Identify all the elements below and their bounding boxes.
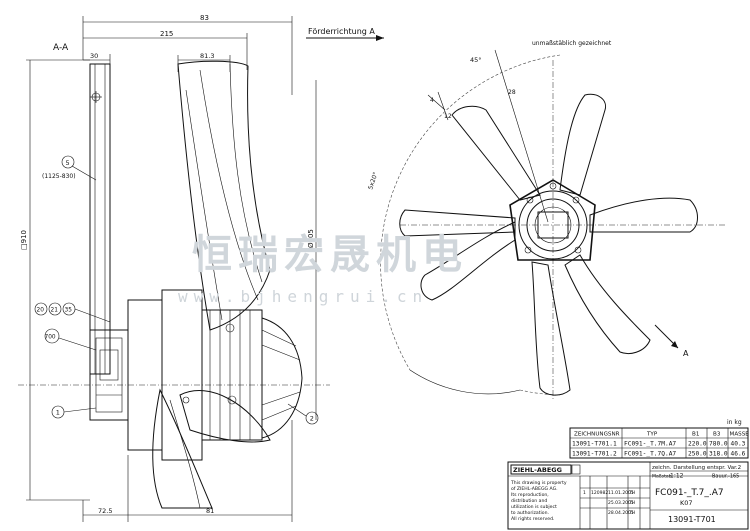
- scale-note: unmaßstäblich gezeichnet: [532, 40, 612, 47]
- header-b1: B1: [692, 432, 700, 438]
- product-sub: K07: [680, 499, 693, 507]
- unit-note: in kg: [727, 419, 742, 426]
- flow-direction: Förderrichtung A: [306, 27, 384, 41]
- legal-line: All rights reserved.: [511, 516, 554, 522]
- table-cell: 220.0: [688, 441, 707, 448]
- table-cell: FC091-_T.7M.A7: [624, 441, 676, 448]
- dim-81: 81: [206, 507, 214, 515]
- dim-1125-830: (1125-830): [42, 173, 76, 180]
- angle-45: 45°: [470, 56, 482, 64]
- title-block: ZIEHL-ABEGG This drawing is property of …: [507, 461, 749, 530]
- header-masse: MASSE: [730, 432, 750, 438]
- header-zeichnungsnr: ZEICHNUNGSNR: [574, 432, 620, 438]
- drawing-number: 13091-T701: [668, 515, 716, 524]
- table-cell: 46.6: [731, 451, 746, 458]
- legal-line: Its reproduction,: [511, 492, 549, 498]
- revision-cell: TH: [628, 500, 635, 506]
- legal-line: of ZIEHL-ABEGG AG.: [511, 486, 558, 492]
- table-cell: 780.0: [709, 441, 728, 448]
- angle-4: 4: [430, 97, 434, 104]
- dim-215: 215: [160, 30, 173, 38]
- revision-cell: 25.03.2005: [608, 500, 634, 506]
- revision-cell: 120982: [591, 490, 608, 496]
- legal-line: utilization is subject: [511, 504, 557, 510]
- watermark-chinese: 恒瑞宏晟机电: [192, 232, 468, 278]
- scale-value: 1:12: [670, 473, 684, 480]
- table-cell: 40.3: [731, 441, 746, 448]
- table-cell: 13091-T701.1: [572, 441, 617, 448]
- watermark: 恒瑞宏晟机电 www.bjhengrui.cn: [178, 232, 468, 306]
- dim-30: 30: [90, 52, 98, 60]
- dim-905: Ø905: [307, 229, 315, 248]
- representation-note: zeichn. Darstellung entspr. Var.2: [652, 465, 741, 471]
- dim-910: □910: [20, 230, 28, 250]
- legal-line: distribution and: [511, 498, 547, 504]
- balloon-700: 700: [45, 335, 56, 341]
- table-cell: 250.0: [688, 451, 707, 458]
- material-label: Bauur.-165: [712, 474, 739, 480]
- balloon-5: 5: [66, 159, 70, 167]
- revision-cell: TH: [628, 490, 635, 496]
- angle-5x20: 5x20°: [367, 171, 379, 190]
- table-cell: 318.0: [709, 451, 728, 458]
- revision-cell: TH: [628, 510, 635, 516]
- angle-12: 12: [444, 113, 452, 120]
- balloon-1: 1: [56, 409, 60, 417]
- revision-cell: 1: [583, 490, 586, 496]
- table-cell: FC091-_T.7Q.A7: [624, 451, 676, 458]
- parts-table: in kg ZEICHNUNGSNR TYP B1 B3 MASSE 13091…: [569, 419, 750, 459]
- header-b3: B3: [713, 432, 721, 438]
- section-label: A-A: [53, 43, 69, 53]
- balloon-21: 21: [51, 308, 59, 314]
- balloon-20: 20: [37, 308, 45, 314]
- view-marker-a: A: [683, 349, 689, 358]
- table-cell: 13091-T701.2: [572, 451, 617, 458]
- section-view: A-A 83 215 30 81.3 □910 5 (1125-830): [18, 14, 330, 522]
- header-typ: TYP: [646, 432, 658, 438]
- dim-72-5: 72.5: [98, 507, 112, 515]
- product-name: FC091-_T.7_.A7: [655, 488, 724, 498]
- legal-line: This drawing is property: [510, 480, 567, 486]
- legal-line: to authorization.: [511, 510, 549, 516]
- flow-direction-label: Förderrichtung A: [308, 27, 375, 36]
- dim-28: 28: [508, 89, 516, 96]
- scale-label: Maßstab: [652, 474, 672, 480]
- balloon-35: 35: [65, 308, 73, 314]
- balloon-2: 2: [310, 415, 314, 423]
- revision-cell: 28.04.2005: [608, 510, 634, 516]
- watermark-url: www.bjhengrui.cn: [178, 287, 428, 306]
- company-logo: ZIEHL-ABEGG: [513, 466, 562, 474]
- dim-overall-depth: 83: [200, 14, 209, 22]
- front-view: unmaßstäblich gezeichnet 45° 4 12 28 5x2…: [367, 40, 725, 400]
- dim-81-3: 81.3: [200, 52, 214, 60]
- revision-cell: 11.01.2005: [608, 490, 634, 496]
